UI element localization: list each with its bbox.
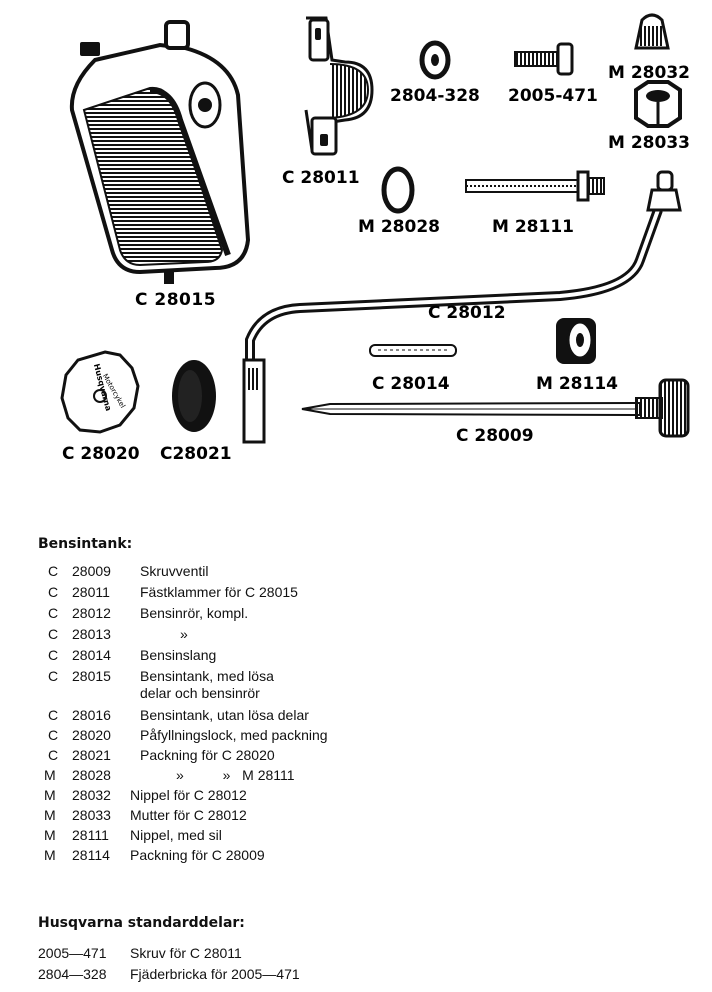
- label-m28033: M 28033: [608, 133, 690, 153]
- label-c28020: C 28020: [62, 444, 140, 464]
- clamp-icon: [304, 16, 374, 156]
- packing-icon: [556, 318, 596, 364]
- fuel-pipe-icon: [242, 170, 682, 444]
- nipple-icon: [634, 13, 670, 50]
- label-2804-328: 2804-328: [390, 86, 480, 106]
- label-c28015: C 28015: [135, 290, 216, 310]
- label-c28011: C 28011: [282, 168, 360, 188]
- label-c28012: C 28012: [428, 303, 506, 323]
- label-c28009: C 28009: [456, 426, 534, 446]
- bensintank-title: Bensintank:: [38, 536, 133, 552]
- screw-valve-icon: [301, 378, 690, 438]
- fuel-tank-icon: [69, 20, 251, 284]
- label-2005-471: 2005-471: [508, 86, 598, 106]
- nut-icon: [634, 80, 682, 128]
- label-m28028: M 28028: [358, 217, 440, 237]
- label-c28014: C 28014: [372, 374, 450, 394]
- parts-drawing: C 28015 C 28011 2804-328 2005-471 M 2803…: [60, 13, 690, 464]
- label-m28111: M 28111: [492, 217, 574, 237]
- fuel-hose-icon: [369, 344, 457, 357]
- label-m28114: M 28114: [536, 374, 618, 394]
- cap-packing-icon: [172, 360, 216, 432]
- standard-title: Husqvarna standarddelar:: [38, 915, 245, 931]
- filler-cap-icon: Husqvarna Motorcykel: [60, 350, 140, 434]
- label-m28032: M 28032: [608, 63, 690, 83]
- nipple-filter-icon: [465, 170, 605, 202]
- washer-icon: [419, 40, 451, 80]
- screw-icon: [514, 42, 574, 76]
- gasket-icon: [381, 166, 415, 214]
- label-c28021: C28021: [160, 444, 232, 464]
